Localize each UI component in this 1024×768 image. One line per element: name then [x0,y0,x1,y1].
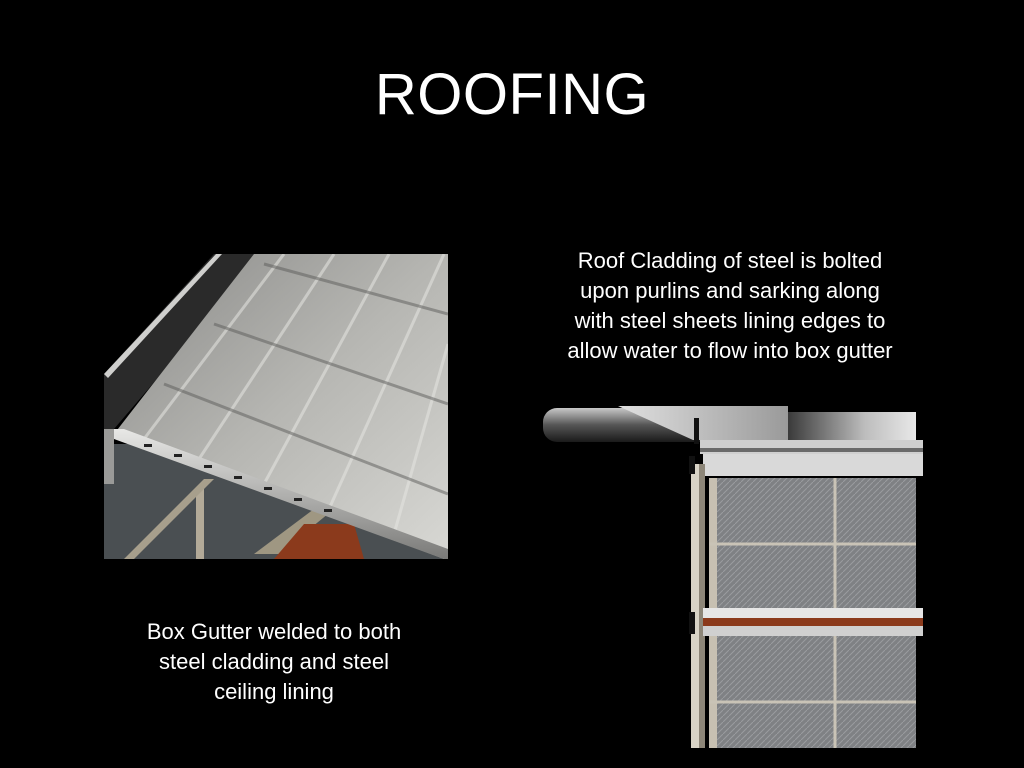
roof-section-illustration [543,404,926,748]
slide-title: ROOFING [374,62,650,127]
box-gutter-illustration [104,254,448,559]
box-gutter-caption: Box Gutter welded to both steel cladding… [146,619,402,704]
roof-cladding-caption: Roof Cladding of steel is bolted upon pu… [567,248,893,363]
